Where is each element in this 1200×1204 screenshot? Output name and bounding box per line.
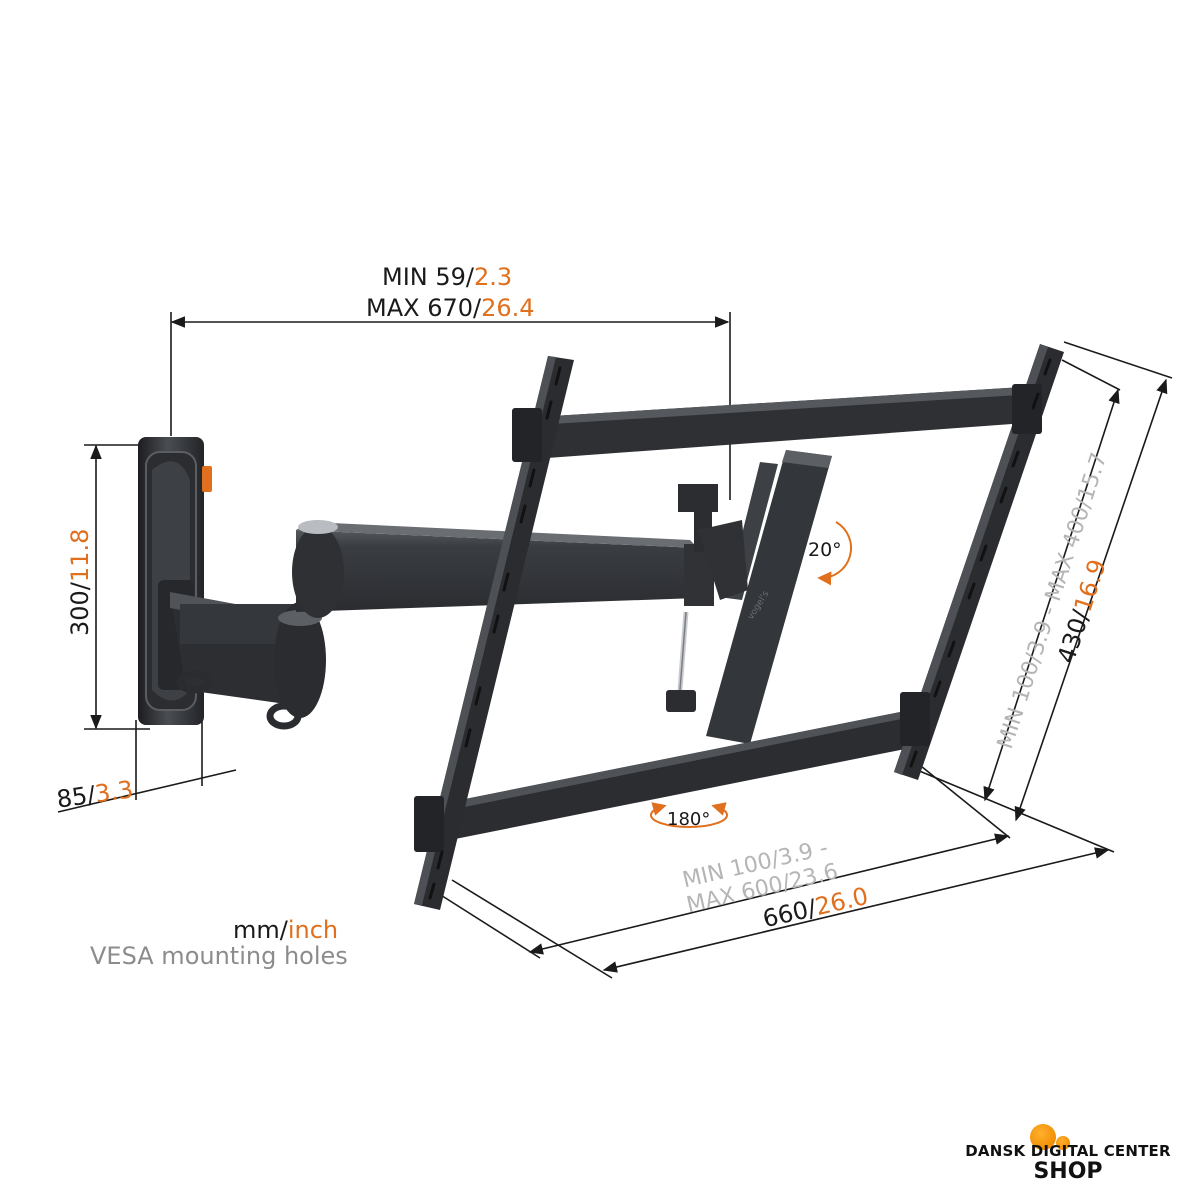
angle-indicators [650, 521, 853, 829]
tilt-angle-label: 20° [808, 539, 842, 561]
tv-bracket [414, 344, 1064, 910]
vesa-caption: VESA mounting holes [90, 942, 348, 970]
logo-line2: SHOP [1033, 1159, 1103, 1184]
tilt-head: vogel's [666, 450, 832, 744]
tilt-arrow [817, 521, 853, 586]
lock-tab [202, 466, 212, 492]
units-label: mm/inch [233, 916, 339, 944]
swing-arm [170, 520, 714, 730]
dimension-lines [57, 312, 1173, 979]
min-depth-label: MIN 59/2.3 [382, 263, 513, 291]
logo-line1: DANSK DIGITAL CENTER [965, 1142, 1171, 1160]
rotate-arrow [650, 802, 728, 829]
shop-logo: DANSK DIGITAL CENTER SHOP [946, 1118, 1190, 1190]
wall-plate-height-label: 300/11.8 [66, 528, 94, 636]
max-depth-label: MAX 670/26.4 [366, 294, 535, 322]
rotate-angle-label: 180° [667, 809, 711, 830]
logo-mark [1030, 1124, 1070, 1150]
